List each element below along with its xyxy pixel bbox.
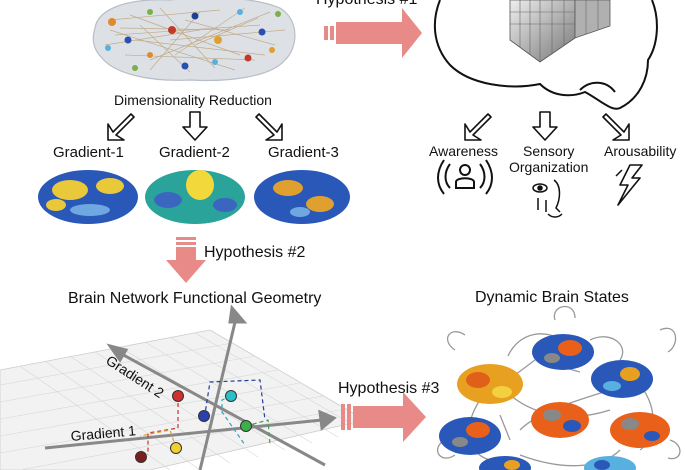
hypothesis1-arrow — [324, 8, 422, 58]
awareness-label: Awareness — [429, 143, 499, 159]
gradient2-label: Gradient-2 — [159, 144, 230, 161]
geometry-axes — [44, 304, 337, 470]
brain-state-7 — [479, 456, 531, 470]
brain-state-4 — [439, 417, 501, 455]
gradient2-brain-map — [145, 170, 245, 224]
brain-state-8 — [584, 456, 636, 470]
brain-state-6 — [610, 412, 670, 448]
brain-state-3 — [591, 360, 653, 398]
hypothesis3-arrow — [341, 392, 426, 442]
geometry-data-points — [135, 390, 252, 463]
arousability-label: Arousability — [604, 143, 677, 159]
brain-state-2 — [532, 334, 594, 370]
geometry-grid-plane — [0, 329, 367, 470]
sensory-organization-label: Sensory Organization — [509, 143, 589, 175]
brain-state-5 — [531, 402, 589, 438]
arousability-lightning-icon — [615, 164, 643, 206]
gradient1-label: Gradient-1 — [53, 144, 124, 161]
geometry-title: Brain Network Functional Geometry — [68, 290, 322, 307]
hypothesis2-label: Hypothesis #2 — [204, 244, 306, 261]
awareness-person-icon — [437, 159, 493, 195]
sensory-face-icon — [532, 179, 563, 218]
dynamic-states-title: Dynamic Brain States — [475, 289, 629, 306]
gradient3-brain-map — [254, 170, 350, 224]
hypothesis2-arrow — [166, 237, 206, 283]
gradient-outline-arrows — [107, 111, 283, 141]
gradient1-brain-map — [38, 170, 138, 224]
brain-outline-with-cube — [433, 0, 658, 110]
dimensionality-reduction-label: Dimensionality Reduction — [114, 92, 272, 108]
hypothesis3-label: Hypothesis #3 — [338, 380, 440, 397]
behavior-outline-arrows — [464, 111, 630, 141]
hypothesis1-label: Hypothesis #1 — [316, 0, 417, 9]
gray-cube — [509, 0, 611, 63]
connectome-brain — [92, 0, 296, 82]
gradient3-label: Gradient-3 — [268, 144, 339, 161]
brain-state-1 — [457, 364, 523, 404]
